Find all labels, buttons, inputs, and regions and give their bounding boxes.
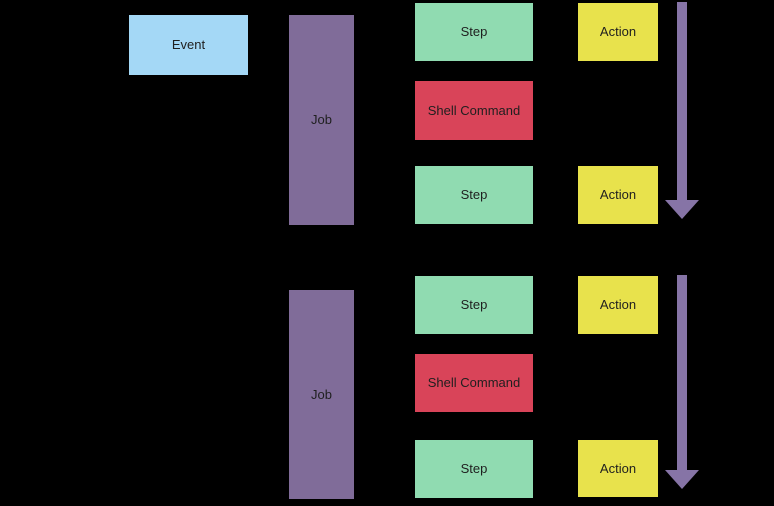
action-box-2: Action: [578, 166, 658, 224]
event-box: Event: [129, 15, 248, 75]
action-box-3: Action: [578, 276, 658, 334]
arrow-shaft: [677, 2, 687, 200]
arrow-head-icon: [665, 470, 699, 489]
shell-command-box-1: Shell Command: [415, 81, 533, 140]
action-box-1: Action: [578, 3, 658, 61]
action-box-4: Action: [578, 440, 658, 497]
step-box-2: Step: [415, 166, 533, 224]
arrow-head-icon: [665, 200, 699, 219]
shell-command-box-2: Shell Command: [415, 354, 533, 412]
arrow-shaft: [677, 275, 687, 470]
step-box-1: Step: [415, 3, 533, 61]
job-box-2: Job: [289, 290, 354, 499]
step-box-3: Step: [415, 276, 533, 334]
job-box-1: Job: [289, 15, 354, 225]
step-box-4: Step: [415, 440, 533, 498]
